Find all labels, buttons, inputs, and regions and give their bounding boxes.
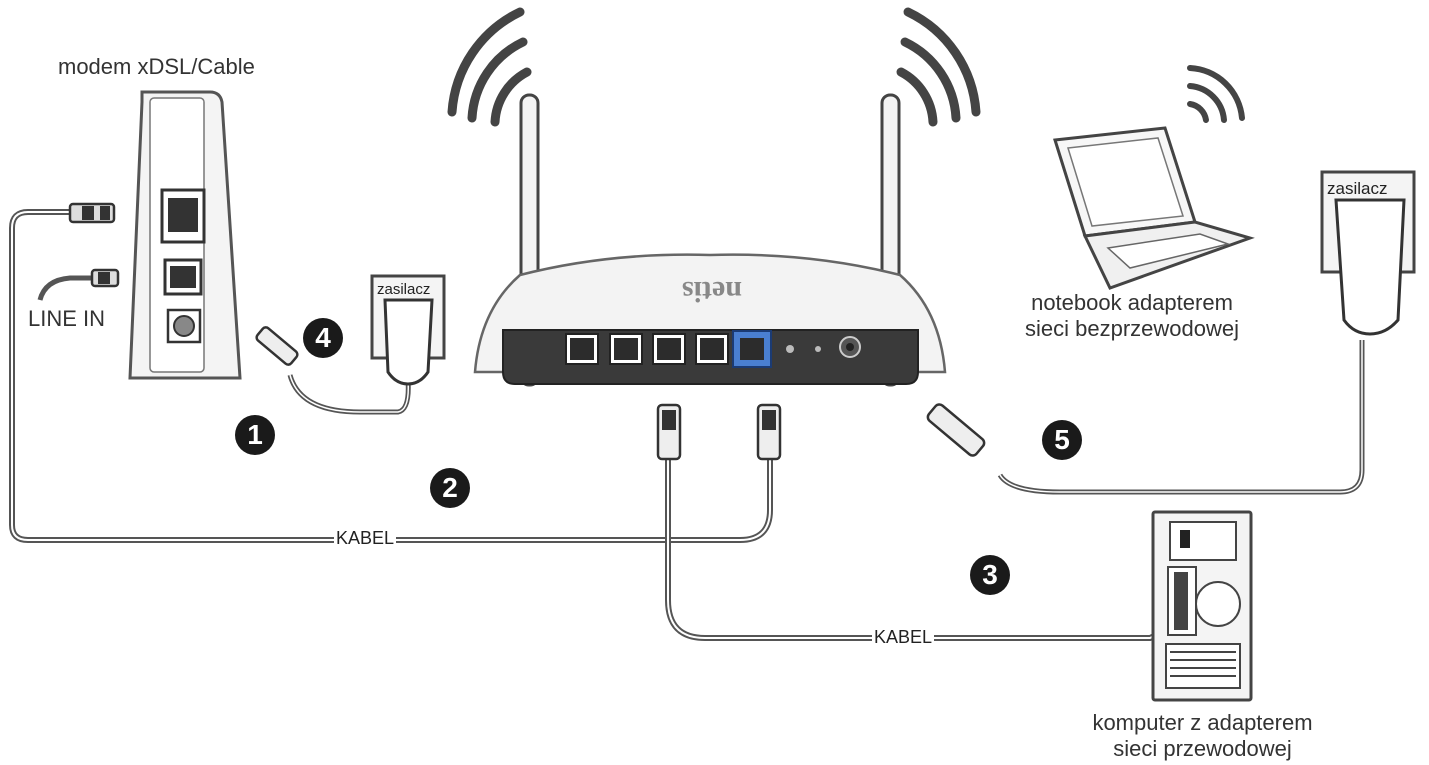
router-power-plug <box>926 403 986 457</box>
router-brand-logo: netis <box>682 275 742 308</box>
psu-label-right: zasilacz <box>1327 179 1388 198</box>
step-badge-2: 2 <box>430 468 470 508</box>
computer-device <box>1151 510 1253 702</box>
computer-label-line2: sieci przewodowej <box>1113 736 1292 761</box>
cable-modem-power <box>287 374 411 415</box>
notebook-device <box>1053 126 1255 290</box>
step-badge-4: 4 <box>303 318 343 358</box>
cable-label-2: KABEL <box>872 627 935 647</box>
router-device <box>473 93 947 387</box>
cable-router-power <box>997 340 1365 495</box>
router-lan-plug <box>656 403 682 461</box>
modem-power-plug <box>255 326 299 366</box>
cable-router-computer <box>665 458 1172 641</box>
notebook-label: notebook adapterem sieci bezprzewodowej <box>1012 290 1252 342</box>
computer-label: komputer z adapterem sieci przewodowej <box>1080 710 1325 762</box>
step-badge-5: 5 <box>1042 420 1082 460</box>
router-wifi-waves-right <box>896 7 981 127</box>
modem-ethernet-plug <box>68 202 116 224</box>
computer-label-line1: komputer z adapterem <box>1092 710 1313 735</box>
step-badge-1: 1 <box>235 415 275 455</box>
psu-label-left: zasilacz <box>377 281 431 298</box>
modem-label: modem xDSL/Cable <box>58 54 255 79</box>
step-badge-3: 3 <box>970 555 1010 595</box>
cable-line-in <box>37 275 95 301</box>
cable-label-1: KABEL <box>334 528 397 548</box>
router-power-adapter <box>1320 170 1416 336</box>
router-wan-plug <box>756 403 782 461</box>
notebook-wifi-waves <box>1187 65 1245 123</box>
line-in-label: LINE IN <box>28 306 106 331</box>
modem-device <box>128 90 242 380</box>
line-in-plug <box>90 268 120 288</box>
router-wifi-waves-left <box>447 7 532 127</box>
notebook-label-line1: notebook adapterem <box>1031 290 1233 315</box>
modem-power-adapter <box>370 274 446 386</box>
notebook-label-line2: sieci bezprzewodowej <box>1025 316 1239 341</box>
